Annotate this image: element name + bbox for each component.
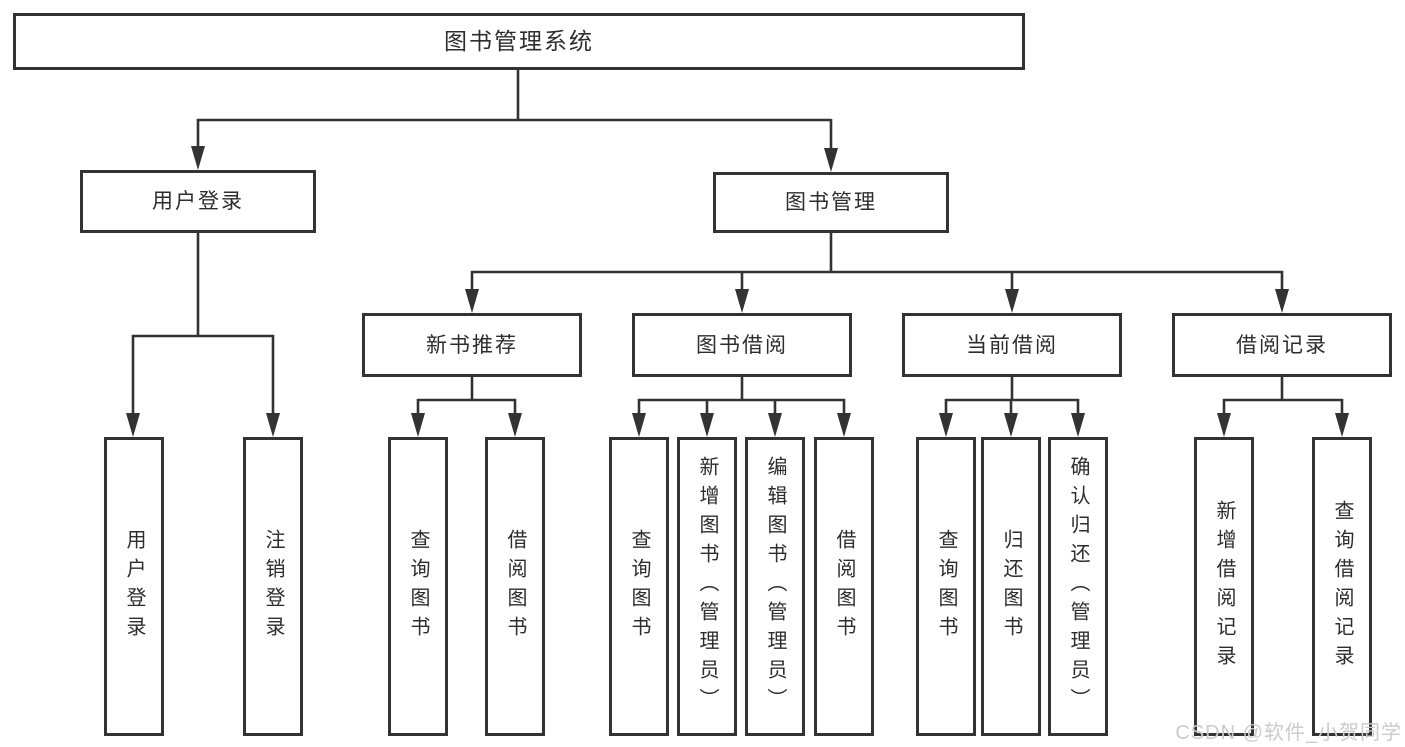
node-user-login: 用户登录 — [80, 170, 316, 233]
node-library-system: 图书管理系统 — [13, 13, 1025, 70]
node-label: 查询图书 — [628, 528, 650, 645]
leaf-add-borrow-record: 新增借阅记录 — [1194, 437, 1254, 736]
node-label: 查询借阅记录 — [1331, 499, 1353, 674]
node-label: 归还图书 — [1000, 528, 1022, 645]
leaf-confirm-return-admin: 确认归还（管理员） — [1048, 437, 1108, 736]
node-label: 新增图书（管理员） — [696, 456, 718, 717]
leaf-return-books: 归还图书 — [981, 437, 1041, 736]
node-label: 注销登录 — [262, 528, 284, 645]
node-label: 用户登录 — [152, 190, 244, 213]
node-book-borrow: 图书借阅 — [632, 313, 852, 377]
leaf-add-books-admin: 新增图书（管理员） — [677, 437, 737, 736]
node-label: 新书推荐 — [426, 333, 518, 357]
leaf-query-books-3: 查询图书 — [916, 437, 976, 736]
node-label: 借阅图书 — [504, 528, 526, 645]
node-label: 借阅图书 — [833, 528, 855, 645]
node-label: 查询图书 — [407, 528, 429, 645]
node-label: 确认归还（管理员） — [1067, 456, 1089, 717]
node-current-borrow: 当前借阅 — [902, 313, 1122, 377]
leaf-query-books-2: 查询图书 — [609, 437, 669, 736]
node-label: 图书管理系统 — [444, 28, 594, 54]
leaf-borrow-books-2: 借阅图书 — [814, 437, 874, 736]
node-label: 新增借阅记录 — [1213, 499, 1235, 674]
leaf-query-borrow-record: 查询借阅记录 — [1312, 437, 1372, 736]
node-label: 查询图书 — [935, 528, 957, 645]
leaf-query-books-1: 查询图书 — [388, 437, 448, 736]
node-label: 用户登录 — [123, 528, 145, 645]
node-label: 当前借阅 — [966, 333, 1058, 357]
node-label: 图书借阅 — [696, 333, 788, 357]
node-label: 借阅记录 — [1236, 333, 1328, 357]
leaf-logout-login: 注销登录 — [243, 437, 303, 736]
node-borrow-records: 借阅记录 — [1172, 313, 1392, 377]
leaf-borrow-books-1: 借阅图书 — [485, 437, 545, 736]
leaf-edit-books-admin: 编辑图书（管理员） — [745, 437, 805, 736]
node-new-book-recommend: 新书推荐 — [362, 313, 582, 377]
leaf-user-login: 用户登录 — [104, 437, 164, 736]
node-label: 图书管理 — [785, 191, 877, 214]
csdn-watermark: CSDN @软件_小贺同学 — [1175, 722, 1402, 744]
node-label: 编辑图书（管理员） — [764, 456, 786, 717]
node-book-management: 图书管理 — [713, 172, 949, 233]
